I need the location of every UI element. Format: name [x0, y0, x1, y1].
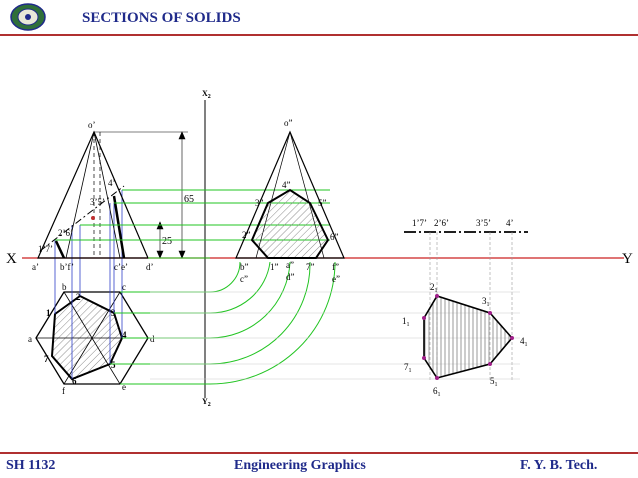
tv-label-d: d: [150, 334, 155, 344]
fv-label-4: 4’: [108, 178, 116, 188]
fv-point-3: [91, 216, 95, 220]
page-title: SECTIONS OF SOLIDS: [82, 10, 241, 26]
ts-label-7: 71: [404, 362, 412, 374]
true-shape-polygon: [423, 295, 514, 379]
sv-label-5: 5”: [318, 198, 327, 208]
tv-label-e: e: [122, 382, 126, 392]
tv-label-b: b: [62, 282, 67, 292]
class-name: F. Y. B. Tech.: [520, 458, 598, 473]
ts-label-3: 31: [482, 296, 490, 308]
front-view: o’ 4’ 3’5’ 2’6’ 1’7’ a’ b’f’ c’e’ d’: [32, 120, 154, 272]
sv-label-f: f”: [332, 262, 339, 272]
tv-edge-ob: [63, 291, 93, 339]
fv-label-17: 1’7’: [38, 244, 53, 254]
sv-label-7: 7”: [306, 262, 315, 272]
fv-label-a: a’: [32, 262, 39, 272]
ts-label-2: 21: [430, 282, 438, 294]
sv-label-bc: b”: [240, 262, 249, 272]
side-view: o” 4” 3” 5” 2” 6” b” c” 1” a” d” 7” f” e…: [235, 118, 345, 284]
sv-label-2: 2”: [242, 230, 251, 240]
o-front-label: o’: [88, 120, 96, 130]
fv-label-bf: b’f’: [60, 262, 74, 272]
sv-label-3: 3”: [255, 198, 264, 208]
sv-label-e: e”: [332, 274, 340, 284]
x-label: X: [6, 251, 17, 267]
y-label: Y: [622, 251, 633, 267]
tv-edge-oe: [91, 337, 121, 385]
fv-label-ce: c’e’: [114, 262, 128, 272]
tv-label-5: 5: [111, 360, 116, 370]
aux-label-26: 2’6’: [434, 218, 449, 228]
true-shape: 11 21 31 41 51 61 71: [150, 282, 528, 398]
fv-edge-b: [65, 131, 95, 259]
tv-label-a: a: [28, 334, 32, 344]
footer-rule: [0, 452, 638, 454]
institute-logo: [8, 2, 48, 32]
aux-label-35: 3’5’: [476, 218, 491, 228]
fv-cutting-plane: [39, 185, 125, 252]
dim-25: 25: [162, 236, 172, 247]
sv-label-4: 4”: [282, 180, 291, 190]
fv-label-35: 3’5’: [90, 197, 105, 207]
fv-cut-thick: [54, 240, 66, 259]
projection-arcs: [110, 261, 336, 385]
tv-edge-oc: [91, 291, 121, 339]
tv-label-6: 6: [72, 376, 77, 386]
tv-label-3: 3: [111, 308, 116, 318]
tv-label-4: 4: [122, 330, 127, 340]
ts-label-5: 51: [490, 376, 498, 388]
tv-label-7: 7: [44, 354, 49, 364]
y2-label: Y2: [202, 397, 211, 408]
aux-plane: 1’7’ 2’6’ 3’5’ 4’: [404, 218, 528, 380]
ts-label-6: 61: [433, 386, 441, 398]
ts-label-4: 41: [520, 336, 528, 348]
sv-label-ce: c”: [240, 274, 248, 284]
sv-label-1: 1”: [270, 262, 279, 272]
course-code: SH 1132: [6, 458, 56, 473]
header-rule: [0, 34, 638, 36]
tv-edge-of: [63, 337, 93, 385]
sv-label-d: d”: [286, 272, 295, 282]
tv-label-f: f: [62, 386, 65, 396]
ts-label-1: 11: [402, 316, 410, 328]
subject-name: Engineering Graphics: [234, 458, 366, 473]
fv-label-26: 2’6’: [58, 228, 73, 238]
top-view: b c a d f e 1 2 3 4 5 6 7: [28, 282, 155, 396]
sv-label-a: a”: [286, 260, 294, 270]
fv-edge-c: [93, 131, 121, 259]
aux-label-4: 4’: [506, 218, 514, 228]
sv-section-area: [250, 188, 330, 259]
fv-label-d: d’: [146, 262, 154, 272]
x2-label: X2: [202, 89, 211, 100]
sv-label-6: 6”: [330, 232, 339, 242]
aux-label-17: 1’7’: [412, 218, 427, 228]
dimensions: [94, 131, 188, 259]
tv-label-2: 2: [76, 292, 81, 302]
tv-label-1: 1: [46, 308, 51, 318]
o-side-label: o”: [284, 118, 293, 128]
dim-65: 65: [184, 194, 194, 205]
fv-cut-thick-2: [112, 195, 126, 259]
tv-label-c: c: [122, 282, 126, 292]
fv-outline: [37, 130, 149, 259]
